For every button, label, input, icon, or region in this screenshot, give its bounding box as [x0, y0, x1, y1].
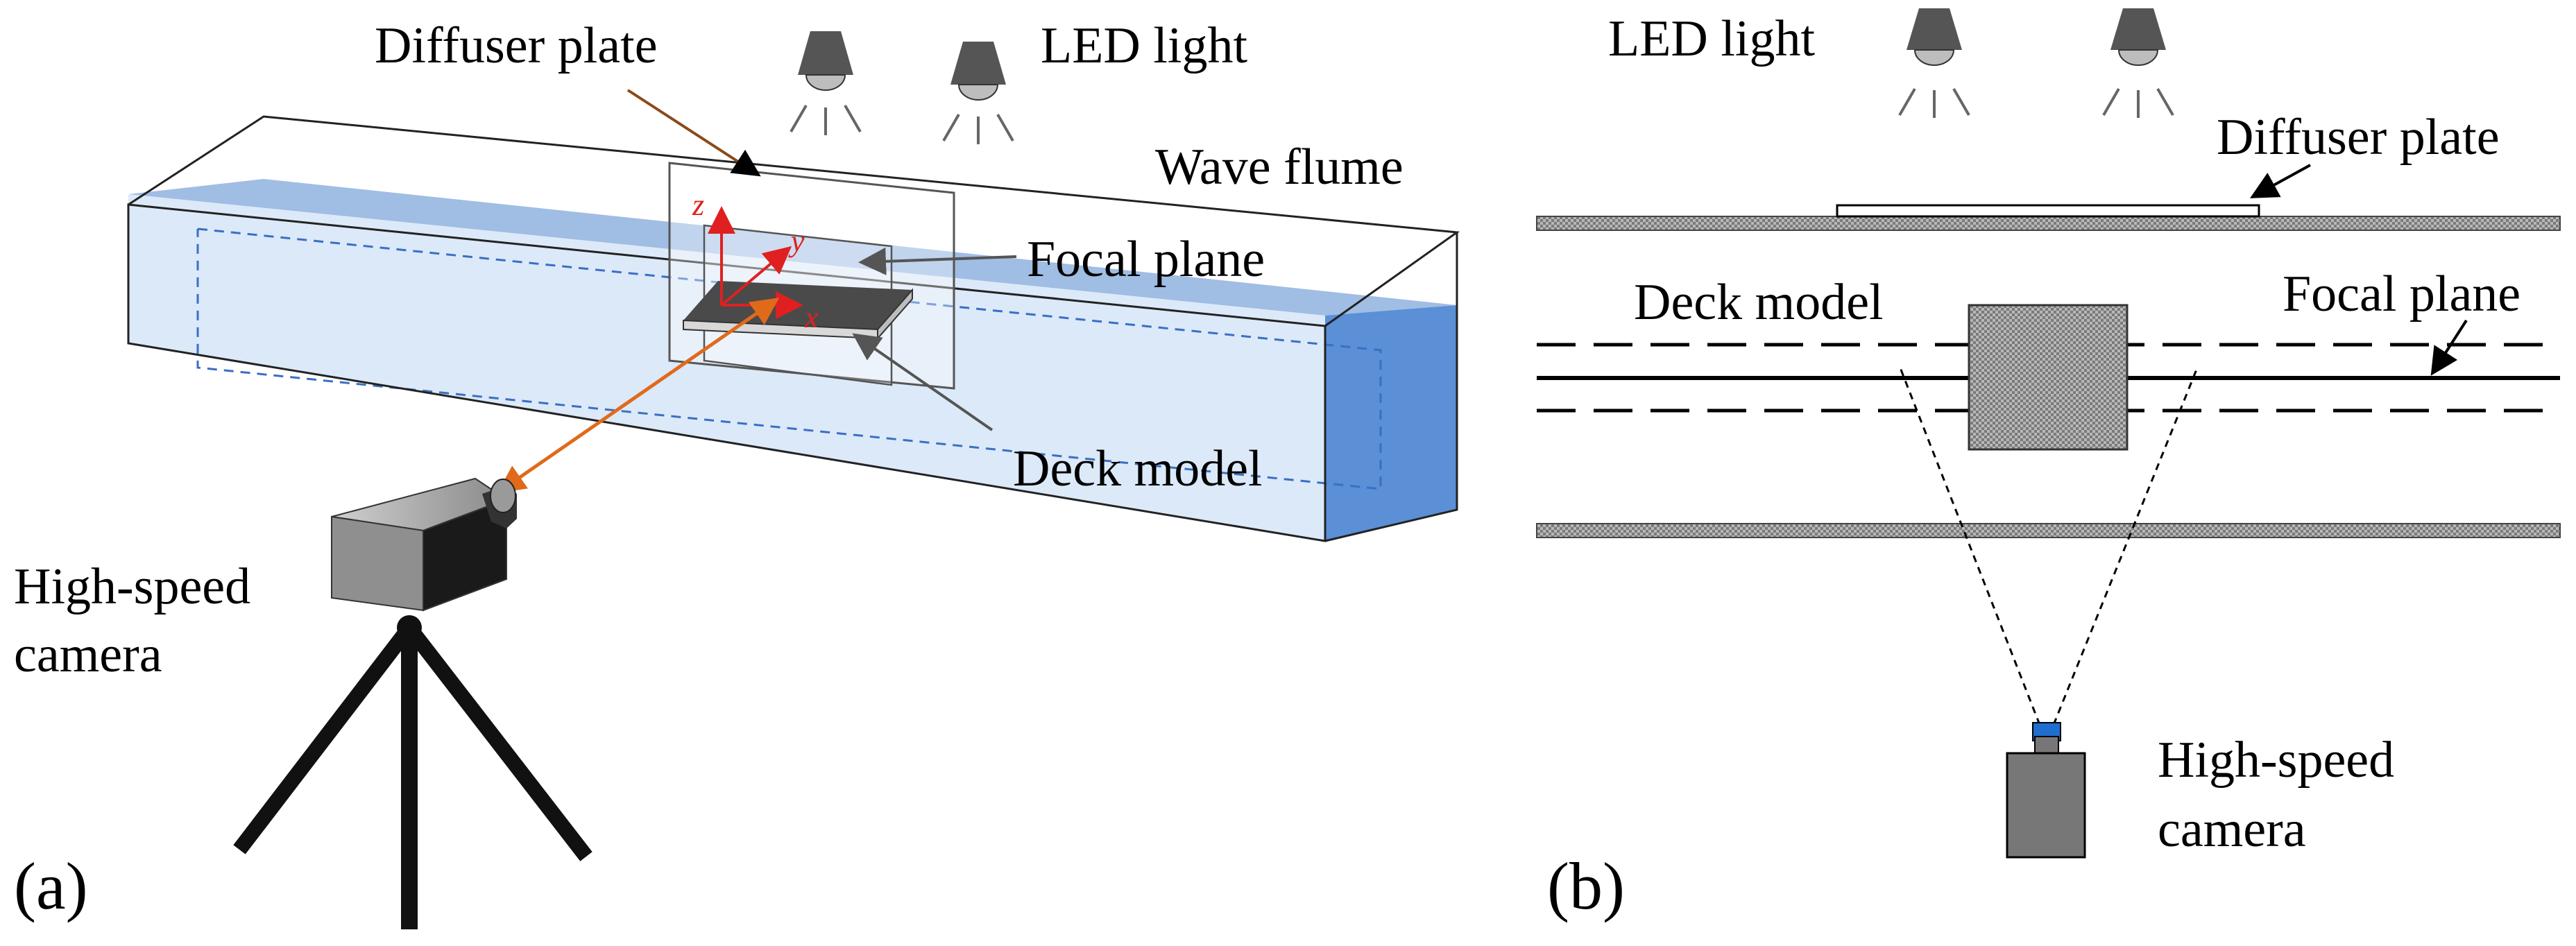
deck-model-leader-a [852, 333, 993, 431]
axis-x-label: x [804, 300, 819, 334]
focal-plane-leader-a [858, 247, 1017, 275]
flume-outline-side [1324, 232, 1458, 542]
focal-plane-leader-b [2430, 319, 2468, 376]
flume-outline-top [128, 115, 1460, 327]
camera-label-line1-a: High-speed [14, 558, 250, 615]
deck-model-b [1968, 304, 2129, 451]
camera-label-line2-b: camera [2158, 801, 2306, 858]
deck-model-label-a: Deck model [1013, 440, 1263, 497]
camera-label-line2-a: camera [14, 626, 162, 683]
axis-z-label: z [692, 188, 704, 222]
led-lamp-2-b [2102, 8, 2174, 118]
camera-sight-arrow [497, 298, 780, 493]
coordinate-axes: z y x [692, 188, 819, 334]
flume-wall-top-b [1536, 216, 2561, 231]
diffuser-plate-label-a: Diffuser plate [375, 17, 658, 74]
camera-label-line1-b: High-speed [2158, 732, 2394, 789]
flume-wall-bottom-b [1536, 523, 2561, 538]
panel-b-label: (b) [1547, 849, 1625, 923]
focal-plane-label-b: Focal plane [2283, 266, 2520, 322]
panel-a-label: (a) [14, 849, 88, 923]
led-lamp-1-a [790, 31, 862, 135]
panel-b: LED light Diffuser plate Deck model Foca… [1536, 8, 2561, 923]
diffuser-plate-label-b: Diffuser plate [2217, 109, 2500, 166]
diffuser-plate-b [1836, 204, 2260, 218]
deck-model-label-b: Deck model [1634, 274, 1884, 331]
water-side [1325, 305, 1457, 541]
diffuser-leader-b [2249, 164, 2311, 198]
wave-flume-label: Wave flume [1155, 139, 1404, 196]
panel-a: z y x [14, 17, 1460, 929]
diffuser-leader-a [626, 89, 761, 177]
camera-b [2006, 722, 2086, 859]
deck-model-a [683, 281, 913, 341]
led-light-label-b: LED light [1608, 10, 1815, 67]
fov-left-b [1898, 366, 2041, 725]
led-lamp-1-b [1898, 8, 1970, 118]
led-light-label-a: LED light [1041, 17, 1247, 74]
tripod-a [233, 615, 592, 929]
axis-y-label: y [788, 224, 805, 258]
led-lamp-2-a [942, 42, 1014, 144]
focal-plane-label-a: Focal plane [1027, 231, 1265, 288]
fov-right-b [2052, 366, 2199, 725]
camera-a [331, 477, 517, 612]
water-surface [128, 179, 1457, 316]
